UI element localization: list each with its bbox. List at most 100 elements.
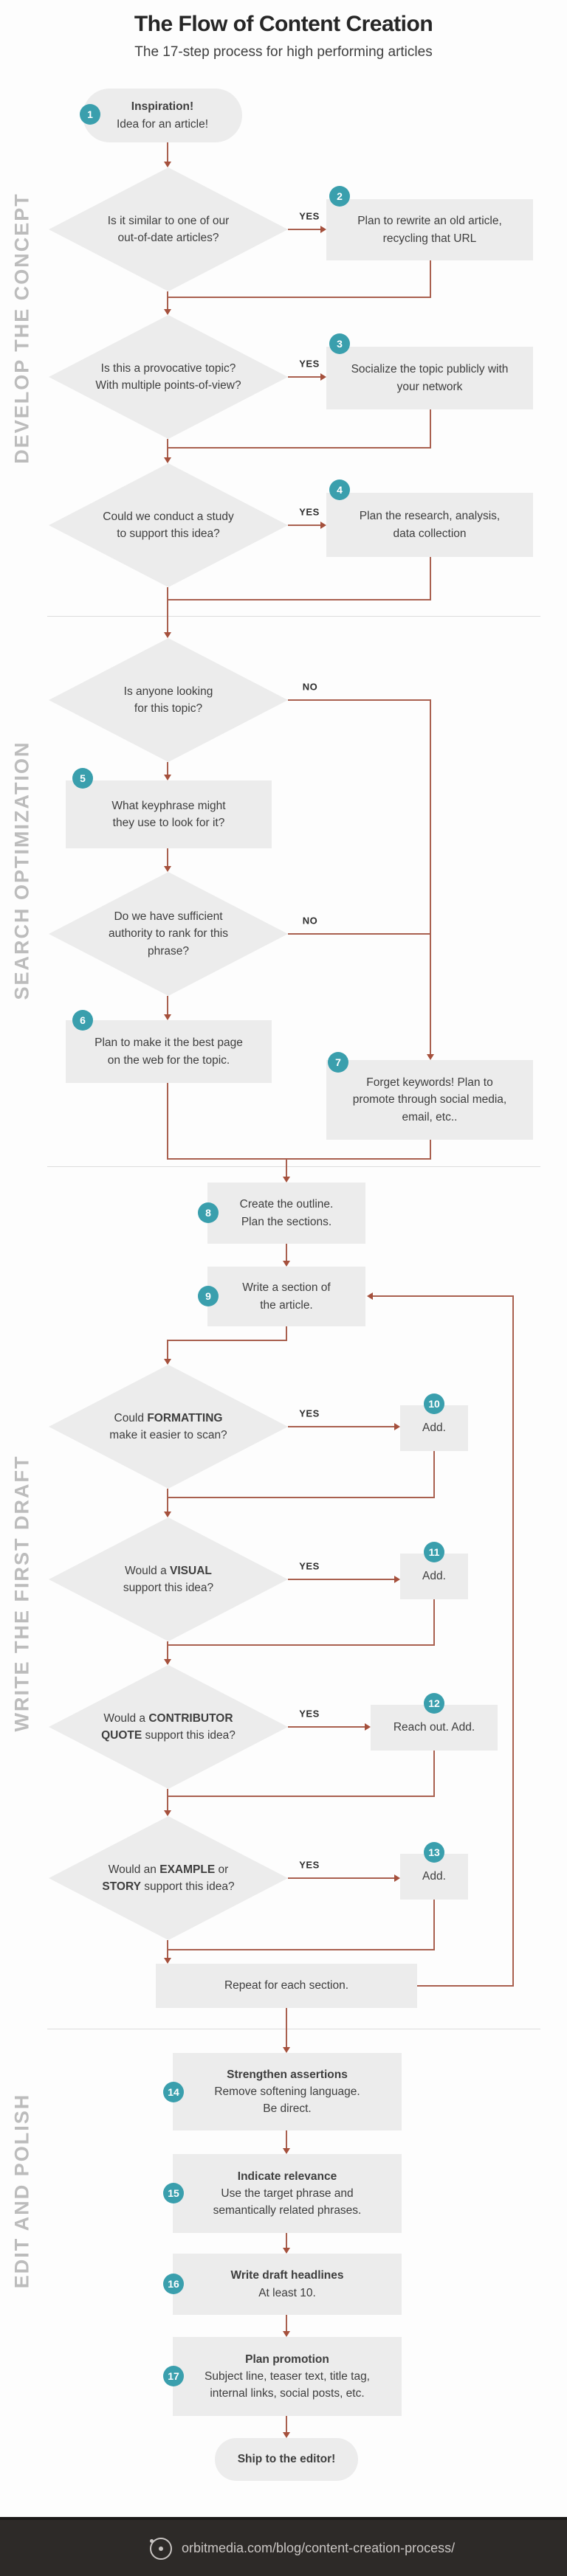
flow-line [286, 2416, 287, 2432]
flow-line [288, 933, 431, 935]
step-12-box: Reach out. Add. [371, 1705, 498, 1751]
arrow-down-icon [164, 775, 171, 780]
decision-text: support this idea? [123, 1582, 214, 1594]
flow-line [168, 1796, 435, 1797]
arrow-right-icon [320, 522, 326, 529]
no-label: NO [302, 681, 318, 693]
orbit-logo-center-dot [159, 2546, 163, 2551]
flow-line [167, 142, 168, 162]
flow-line [167, 1940, 168, 1958]
arrow-left-icon [367, 1292, 373, 1300]
flow-line [288, 699, 431, 701]
flow-line [288, 1726, 365, 1728]
step-8-box: Create the outline.Plan the sections. [207, 1183, 365, 1244]
step-text: Forget keywords! Plan to [366, 1076, 493, 1090]
arrow-right-icon [394, 1576, 400, 1583]
step-13-number-badge: 13 [424, 1842, 444, 1863]
step-9-number-badge: 9 [198, 1286, 219, 1306]
step-text: they use to look for it? [112, 817, 225, 829]
step-text: Use the target phrase and [221, 2187, 354, 2200]
orbit-logo-icon [150, 2538, 172, 2560]
flow-line [167, 439, 168, 457]
step-2-box: Plan to rewrite an old article,recycling… [326, 199, 533, 260]
step-4-number-badge: 4 [329, 479, 350, 500]
arrow-right-icon [320, 226, 326, 233]
decision-text: Is it similar to one of our [107, 214, 230, 227]
step-8-number-badge: 8 [198, 1202, 219, 1223]
section-label-write-the-first-draft: WRITE THE FIRST DRAFT [10, 1455, 33, 1732]
yes-label: YES [299, 210, 320, 222]
step-15-number-badge: 15 [163, 2183, 184, 2203]
step-10-number-badge: 10 [424, 1393, 444, 1414]
footer-url: orbitmedia.com/blog/content-creation-pro… [182, 2541, 456, 2555]
step-15-box: Indicate relevance Use the target phrase… [173, 2154, 402, 2233]
flow-line [430, 699, 431, 1054]
decision-visual-diamond: Would a VISUAL support this idea? [49, 1517, 288, 1641]
arrow-down-icon [283, 1177, 290, 1183]
arrow-down-icon [164, 866, 171, 872]
flow-line [430, 1140, 431, 1159]
flow-line [167, 291, 168, 309]
arrow-down-icon [164, 162, 171, 167]
step-heading: Strengthen assertions [227, 2068, 348, 2081]
step-6-box: Plan to make it the best page on the web … [66, 1020, 272, 1083]
step-13-box: Add. [400, 1854, 468, 1900]
step-12-number-badge: 12 [424, 1693, 444, 1714]
flow-line [288, 1877, 394, 1879]
step-text: Reach out. Add. [393, 1721, 475, 1734]
step-1-text: Idea for an article! [116, 117, 209, 131]
flow-line [168, 447, 431, 449]
flow-line [167, 848, 168, 866]
arrow-down-icon [283, 2432, 290, 2438]
step-text: recycling that URL [382, 232, 477, 245]
decision-text: Is this a provocative topic? [100, 361, 236, 375]
decision-text: Could FORMATTING [114, 1411, 223, 1424]
arrow-down-icon [283, 2248, 290, 2254]
flow-line [433, 1599, 435, 1645]
step-14-number-badge: 14 [163, 2082, 184, 2102]
section-divider [47, 616, 540, 617]
step-text: your network [396, 380, 463, 393]
step-1-heading: Inspiration! [131, 100, 194, 114]
step-text: Plan to make it the best page [94, 1036, 243, 1050]
flow-line [167, 587, 168, 632]
section-label-search-optimization: SEARCH OPTIMIZATION [10, 741, 33, 1000]
decision-text: to support this idea? [117, 527, 220, 540]
start-pill-inspiration: Inspiration! Idea for an article! [83, 89, 242, 142]
arrow-right-icon [320, 373, 326, 381]
step-text: promote through social media, [352, 1093, 507, 1107]
flow-line [288, 1426, 394, 1427]
flow-line [167, 996, 168, 1014]
step-text: Add. [422, 1570, 446, 1583]
step-2-number-badge: 2 [329, 186, 350, 207]
decision-text: authority to rank for this [109, 927, 228, 941]
step-text: on the web for the topic. [107, 1053, 230, 1067]
yes-label: YES [299, 1859, 320, 1871]
feedback-loop-line [512, 1295, 514, 1987]
step-heading: Plan promotion [245, 2352, 329, 2366]
step-text: Add. [422, 1422, 446, 1435]
step-6-number-badge: 6 [72, 1010, 93, 1031]
decision-text: Would a CONTRIBUTOR [103, 1711, 233, 1725]
step-7-number-badge: 7 [328, 1052, 348, 1073]
flow-line [433, 1451, 435, 1498]
flow-line [168, 599, 431, 600]
flow-line [286, 1158, 287, 1177]
step-text: Remove softening language. [214, 2085, 360, 2098]
feedback-loop-line [417, 1985, 514, 1987]
step-text: Write a section of [242, 1281, 331, 1295]
flow-line [167, 1641, 168, 1659]
decision-text: out-of-date articles? [117, 232, 219, 244]
section-divider [47, 1166, 540, 1167]
step-16-number-badge: 16 [163, 2274, 184, 2294]
decision-text: phrase? [147, 944, 189, 958]
flow-line [430, 409, 431, 447]
flow-line [286, 1326, 287, 1341]
decision-formatting-diamond: Could FORMATTING make it easier to scan? [49, 1365, 288, 1489]
arrow-down-icon [164, 1014, 171, 1020]
decision-out-of-date-diamond: Is it similar to one of our out-of-date a… [49, 167, 288, 291]
step-heading: Indicate relevance [237, 2170, 337, 2183]
decision-text: Do we have sufficient [114, 910, 223, 924]
